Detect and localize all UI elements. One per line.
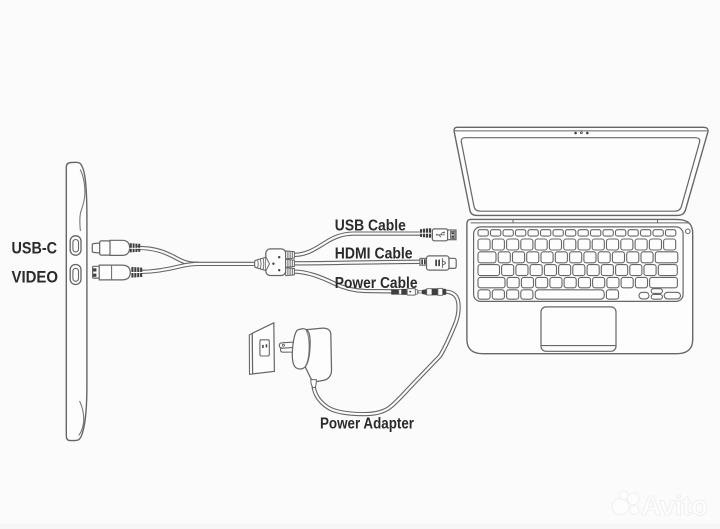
svg-text:Avito: Avito [641,490,708,521]
svg-text:Power Cable: Power Cable [335,275,418,292]
svg-text:HDMI Cable: HDMI Cable [335,246,413,263]
svg-text:USB Cable: USB Cable [335,218,406,235]
svg-text:Power Adapter: Power Adapter [320,415,414,432]
svg-text:USB-C: USB-C [12,239,58,258]
svg-text:VIDEO: VIDEO [12,268,59,287]
